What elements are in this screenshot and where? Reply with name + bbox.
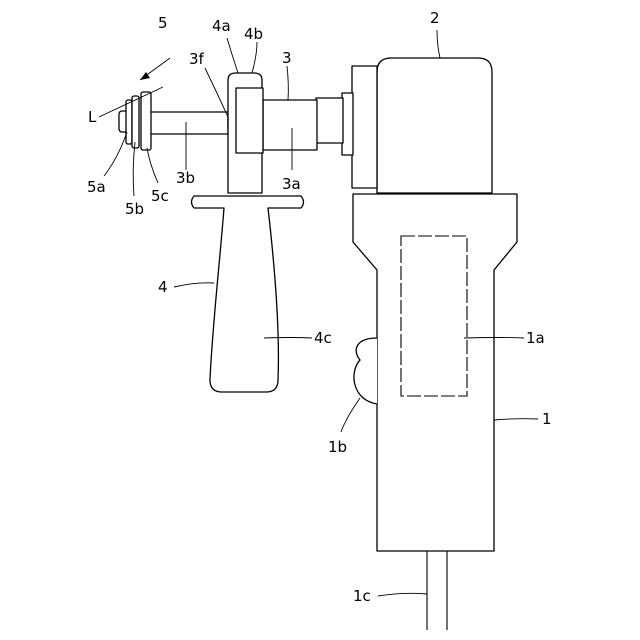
shaft-step — [316, 98, 343, 143]
handle-bore — [236, 88, 263, 153]
body-recess — [354, 338, 377, 404]
leader-5a — [104, 132, 127, 176]
leader-3 — [287, 66, 288, 100]
motor-collar — [352, 66, 377, 188]
label-tool-head: 5 — [158, 14, 168, 32]
motor-housing — [377, 58, 492, 193]
label-cord: 1c — [353, 587, 371, 605]
tool-head-arrow — [140, 58, 170, 80]
tool-disc-c — [141, 92, 151, 150]
label-axis-line: L — [88, 108, 97, 126]
shaft-small — [150, 112, 228, 134]
label-shaft: 3 — [282, 49, 292, 67]
label-main-body: 1 — [542, 410, 552, 428]
main-body — [353, 194, 517, 551]
tool-disc-a — [126, 100, 132, 144]
label-tool-disc-b: 5b — [125, 200, 144, 218]
leader-3f — [205, 68, 228, 117]
label-body-window: 1a — [526, 329, 545, 347]
label-handle-bore: 4b — [244, 25, 263, 43]
label-shaft-flange: 3f — [189, 50, 205, 68]
label-tool-disc-a: 5a — [87, 178, 106, 196]
leader-5c — [147, 148, 158, 183]
label-handle-assembly: 4 — [158, 278, 168, 296]
leader-2 — [437, 30, 440, 58]
shaft-large — [263, 100, 317, 150]
label-tool-disc-c: 5c — [151, 187, 169, 205]
label-shaft-large: 3a — [282, 175, 301, 193]
cord — [427, 551, 447, 630]
leader-1 — [494, 419, 538, 420]
label-motor-unit: 2 — [430, 9, 440, 27]
leader-1c — [378, 593, 427, 596]
label-body-recess: 1b — [328, 438, 347, 456]
leader-4 — [174, 283, 214, 287]
label-handle-grip: 4c — [314, 329, 332, 347]
tool-disc-b — [132, 96, 139, 148]
handle-grip — [192, 196, 304, 392]
leader-4a — [227, 38, 238, 73]
leader-1a — [464, 338, 524, 339]
leader-1b — [341, 398, 360, 432]
leader-4c — [264, 338, 312, 339]
leader-5b — [133, 142, 135, 196]
label-shaft-small: 3b — [176, 169, 195, 187]
label-handle-head: 4a — [212, 17, 231, 35]
leader-4b — [252, 42, 257, 73]
